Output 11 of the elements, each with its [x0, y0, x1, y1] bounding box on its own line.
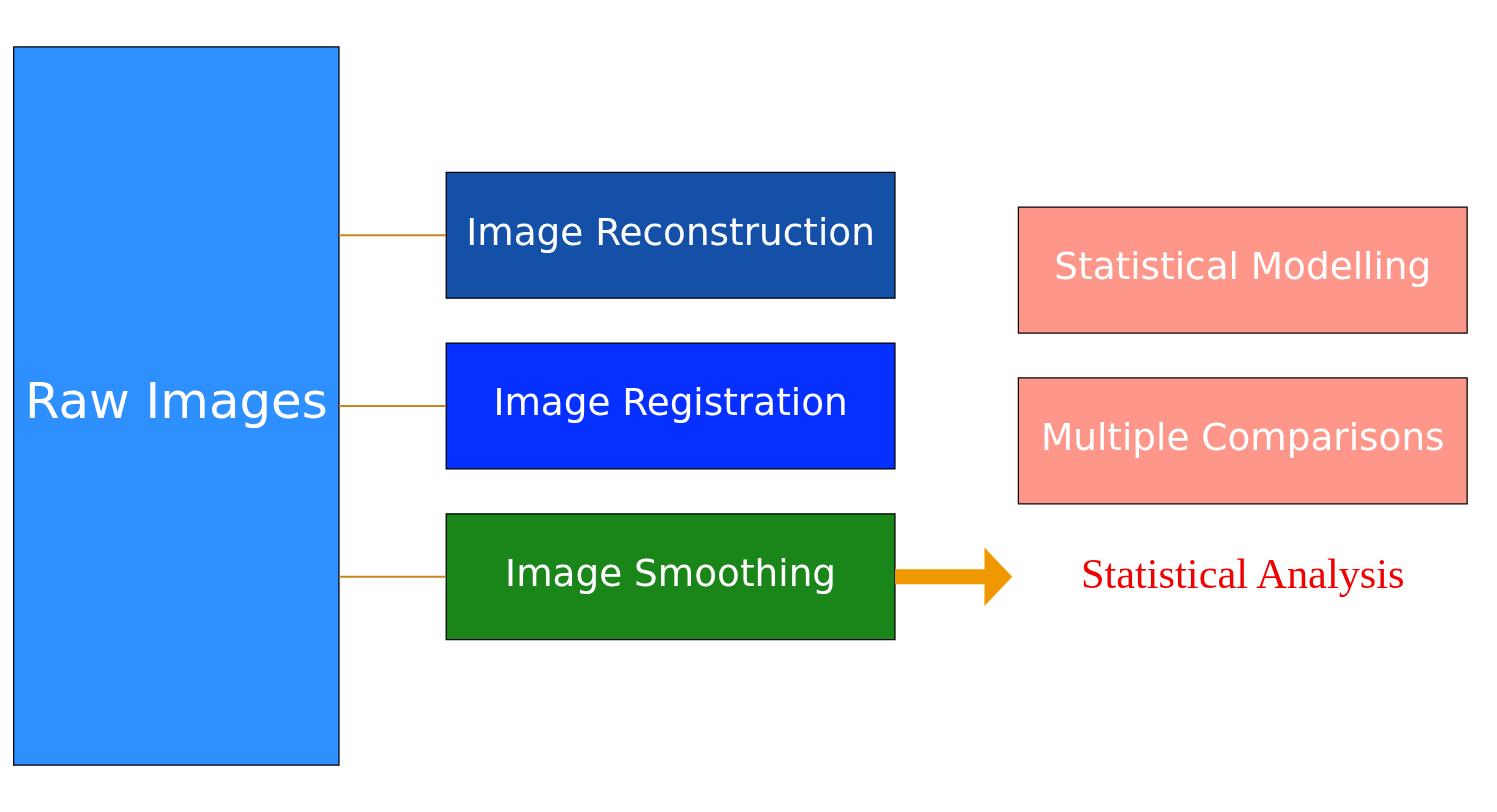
arrow: [895, 547, 1013, 606]
node-box: Image Registration: [445, 342, 896, 470]
node-box: Multiple Comparisons: [1017, 377, 1468, 505]
connector: [338, 575, 447, 578]
node-box: Statistical Modelling: [1017, 206, 1468, 334]
connector: [338, 234, 447, 237]
node-box: Image Reconstruction: [445, 171, 896, 299]
node-text: Statistical Analysis: [1080, 549, 1405, 597]
node-box: Raw Images: [13, 46, 340, 766]
connector: [338, 405, 447, 407]
node-box: Image Smoothing: [445, 513, 896, 641]
